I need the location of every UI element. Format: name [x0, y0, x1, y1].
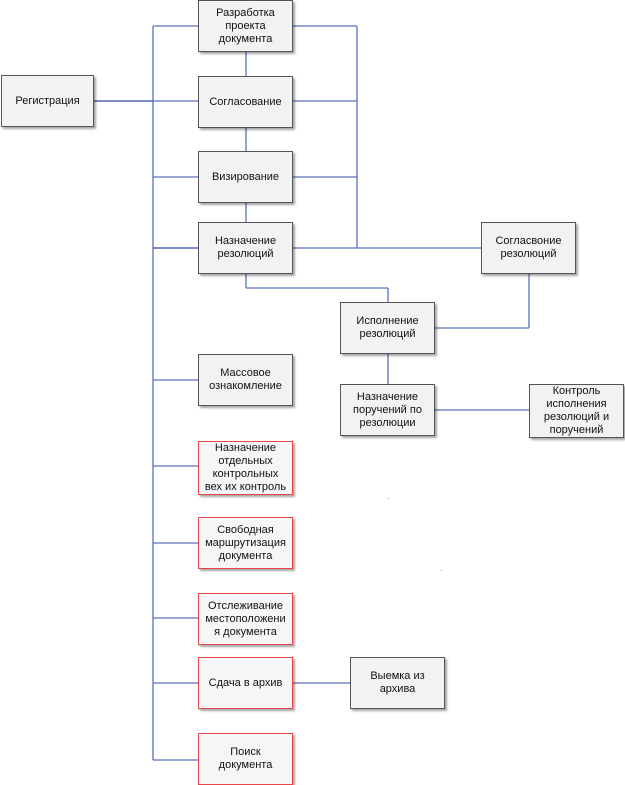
archive-submit-box[interactable]: Сдача в архив — [198, 657, 293, 709]
stray-dot — [441, 570, 442, 571]
approval-box[interactable]: Согласование — [198, 76, 293, 128]
registration-box[interactable]: Регистрация — [1, 75, 94, 127]
stray-dot — [388, 498, 389, 499]
endorsement-box[interactable]: Визирование — [198, 151, 293, 203]
